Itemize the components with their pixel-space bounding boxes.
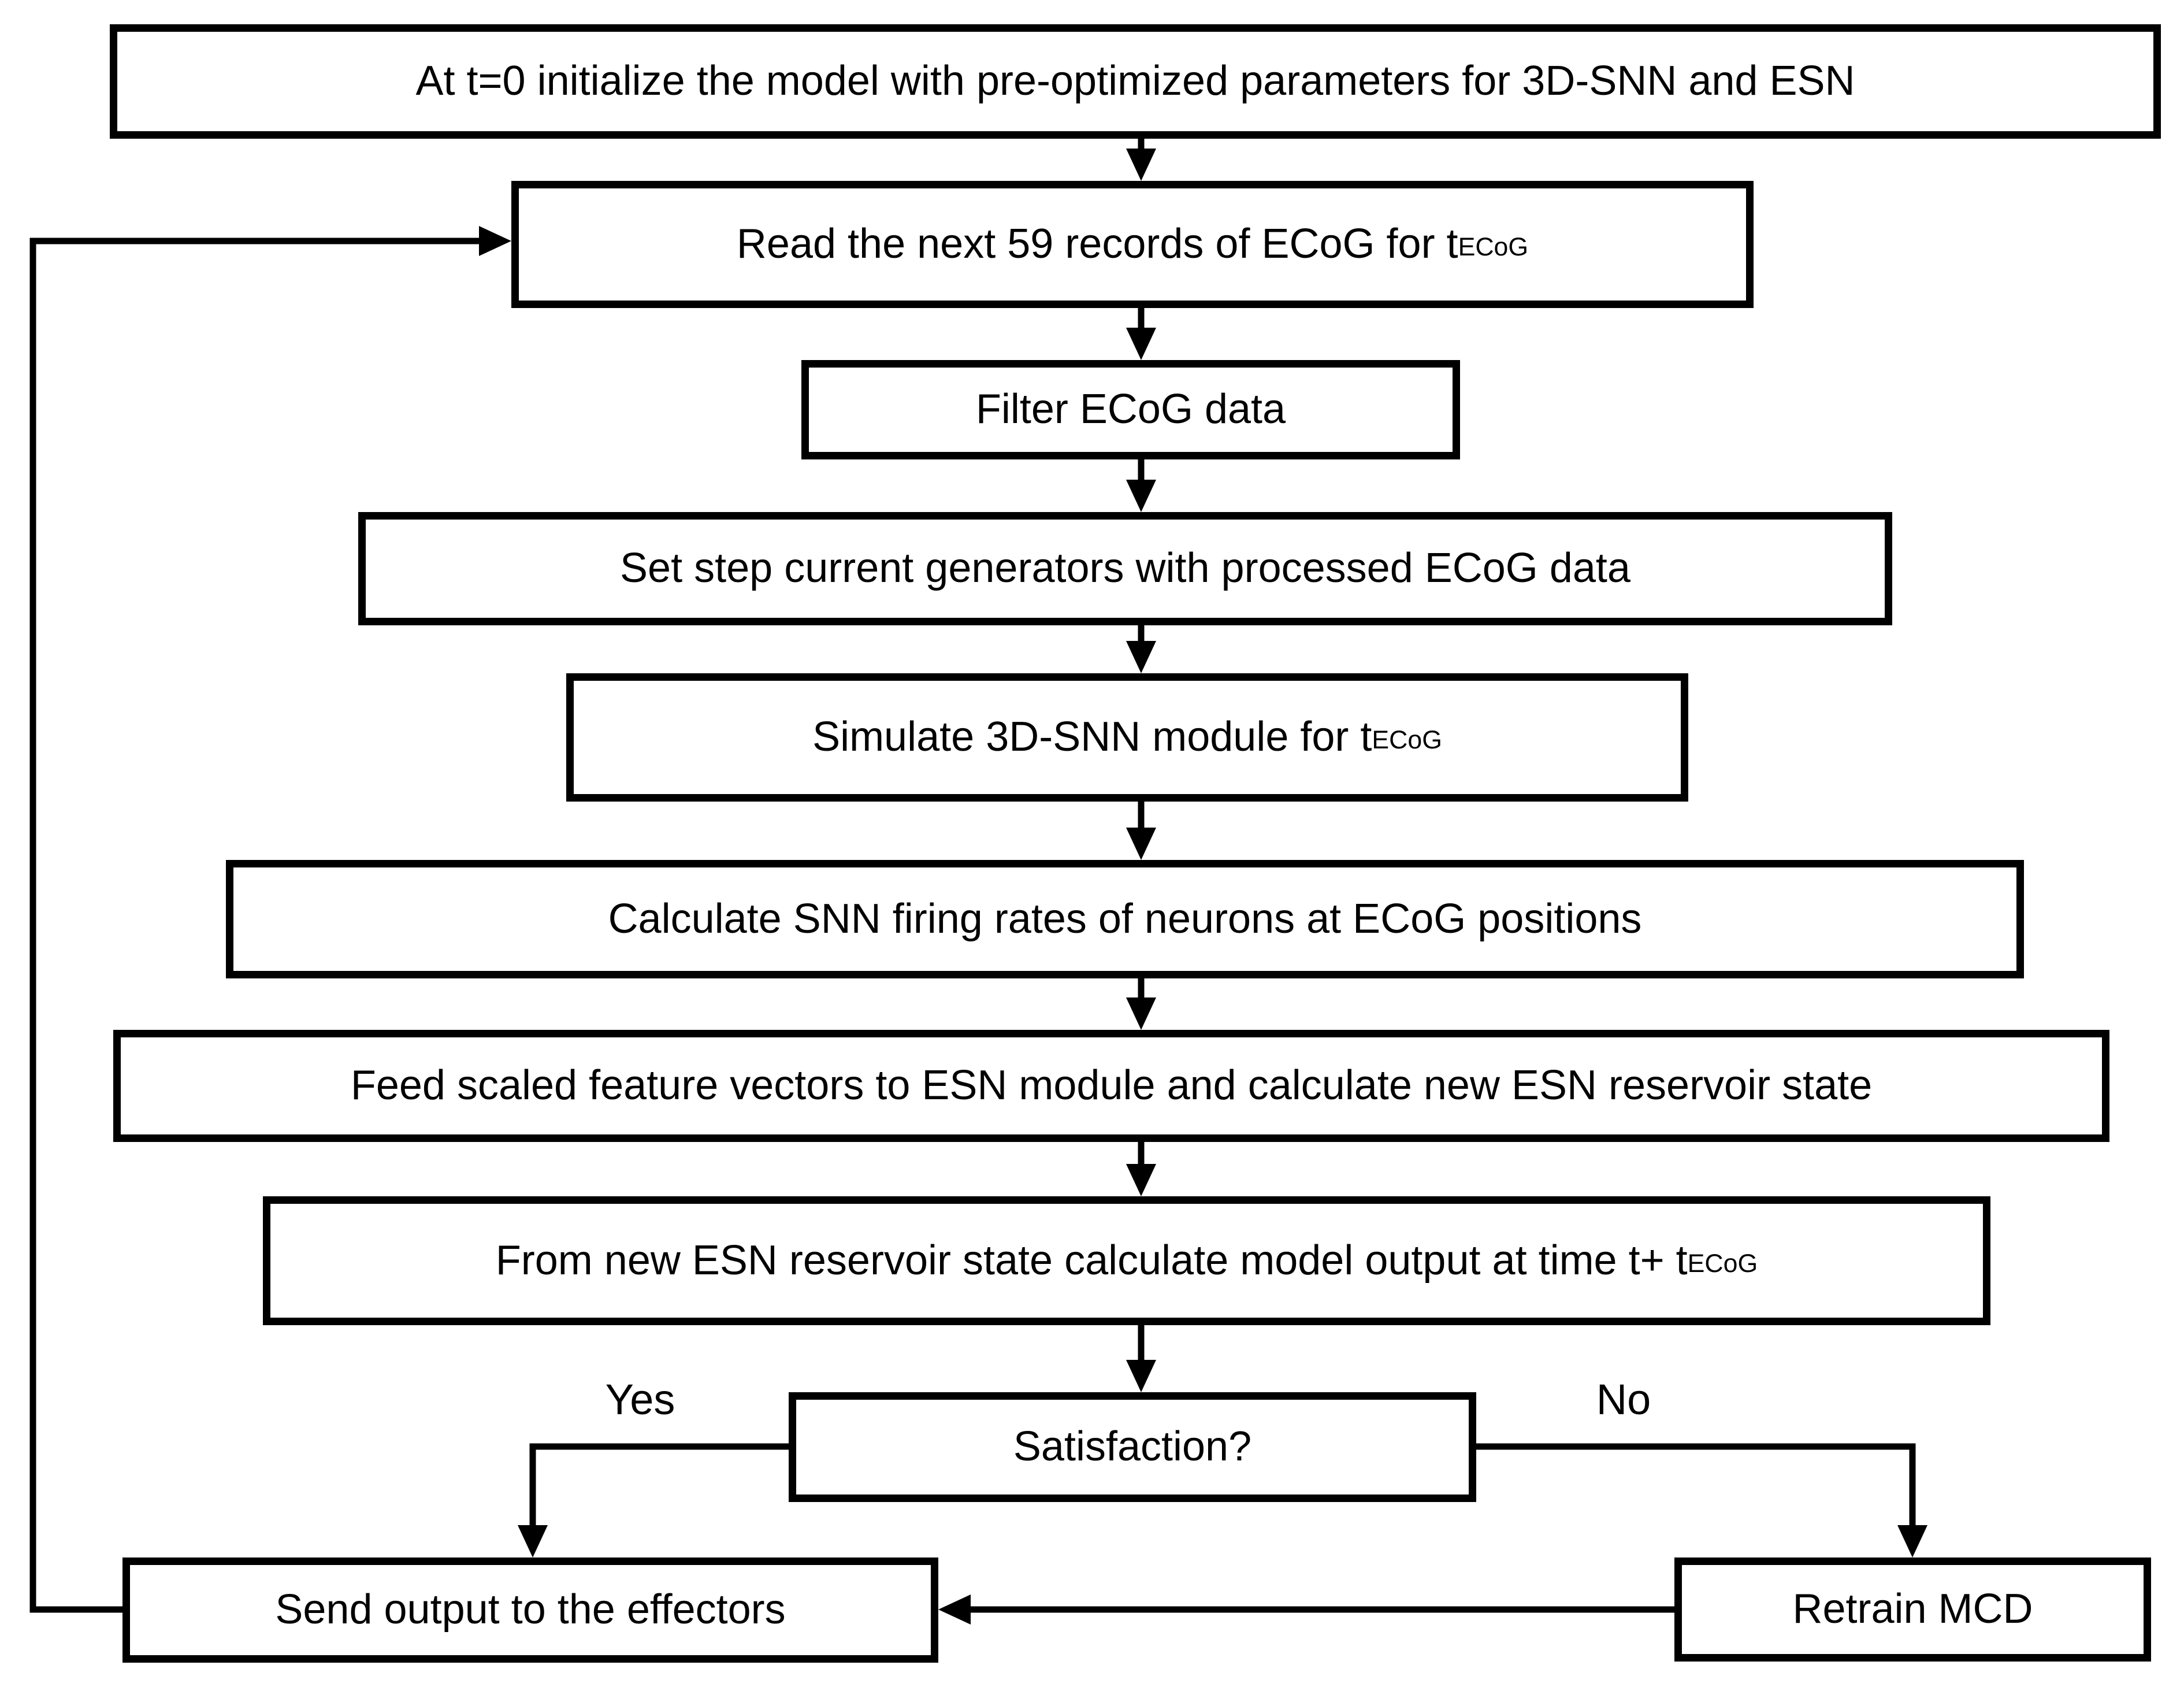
arrowhead-retrain-to-send bbox=[938, 1594, 971, 1625]
node-model-output-subscript: ECoG bbox=[1687, 1249, 1758, 1278]
arrowhead-set-to-simulate bbox=[1126, 641, 1156, 673]
edge-satisfaction-yes bbox=[529, 1443, 789, 1544]
node-model-output: From new ESN reservoir state calculate m… bbox=[263, 1196, 1990, 1325]
node-model-output-label: From new ESN reservoir state calculate m… bbox=[495, 1237, 1688, 1284]
node-set-generators-label: Set step current generators with process… bbox=[620, 545, 1630, 592]
label-no: No bbox=[1596, 1375, 1651, 1423]
node-filter-label: Filter ECoG data bbox=[975, 386, 1286, 433]
node-feed-esn-label: Feed scaled feature vectors to ESN modul… bbox=[350, 1062, 1873, 1109]
arrowhead-satisfaction-yes bbox=[518, 1525, 548, 1558]
edge-send-feedback-to-read bbox=[29, 238, 498, 1613]
node-init-label: At t=0 initialize the model with pre-opt… bbox=[415, 58, 1855, 105]
node-firing-rates-label: Calculate SNN firing rates of neurons at… bbox=[608, 895, 1642, 942]
node-send-output-label: Send output to the effectors bbox=[275, 1586, 786, 1633]
node-firing-rates: Calculate SNN firing rates of neurons at… bbox=[226, 860, 2024, 978]
arrowhead-filter-to-set bbox=[1126, 480, 1156, 512]
node-set-generators: Set step current generators with process… bbox=[358, 512, 1892, 625]
node-send-output: Send output to the effectors bbox=[122, 1558, 938, 1663]
edge-satisfaction-no bbox=[1476, 1443, 1916, 1544]
label-yes: Yes bbox=[605, 1375, 675, 1423]
arrowhead-firing-to-feed bbox=[1126, 997, 1156, 1030]
arrowhead-output-to-satisfaction bbox=[1126, 1360, 1156, 1392]
node-retrain-label: Retrain MCD bbox=[1792, 1586, 2033, 1633]
node-read-label: Read the next 59 records of ECoG for t bbox=[736, 221, 1458, 268]
arrowhead-read-to-filter bbox=[1126, 328, 1156, 360]
node-init: At t=0 initialize the model with pre-opt… bbox=[110, 24, 2161, 139]
node-simulate-label: Simulate 3D-SNN module for t bbox=[812, 714, 1372, 761]
arrowhead-simulate-to-firing bbox=[1126, 828, 1156, 860]
node-retrain: Retrain MCD bbox=[1674, 1558, 2151, 1662]
node-read-subscript: ECoG bbox=[1458, 233, 1529, 262]
arrowhead-feed-to-output bbox=[1126, 1164, 1156, 1196]
node-satisfaction: Satisfaction? bbox=[789, 1392, 1476, 1502]
node-feed-esn: Feed scaled feature vectors to ESN modul… bbox=[113, 1030, 2109, 1142]
node-simulate-subscript: ECoG bbox=[1372, 726, 1442, 755]
node-filter: Filter ECoG data bbox=[801, 360, 1460, 459]
arrowhead-init-to-read bbox=[1126, 149, 1156, 181]
arrowhead-satisfaction-no bbox=[1897, 1525, 1927, 1558]
arrowhead-send-feedback-to-read bbox=[479, 226, 511, 256]
node-satisfaction-label: Satisfaction? bbox=[1013, 1423, 1252, 1470]
